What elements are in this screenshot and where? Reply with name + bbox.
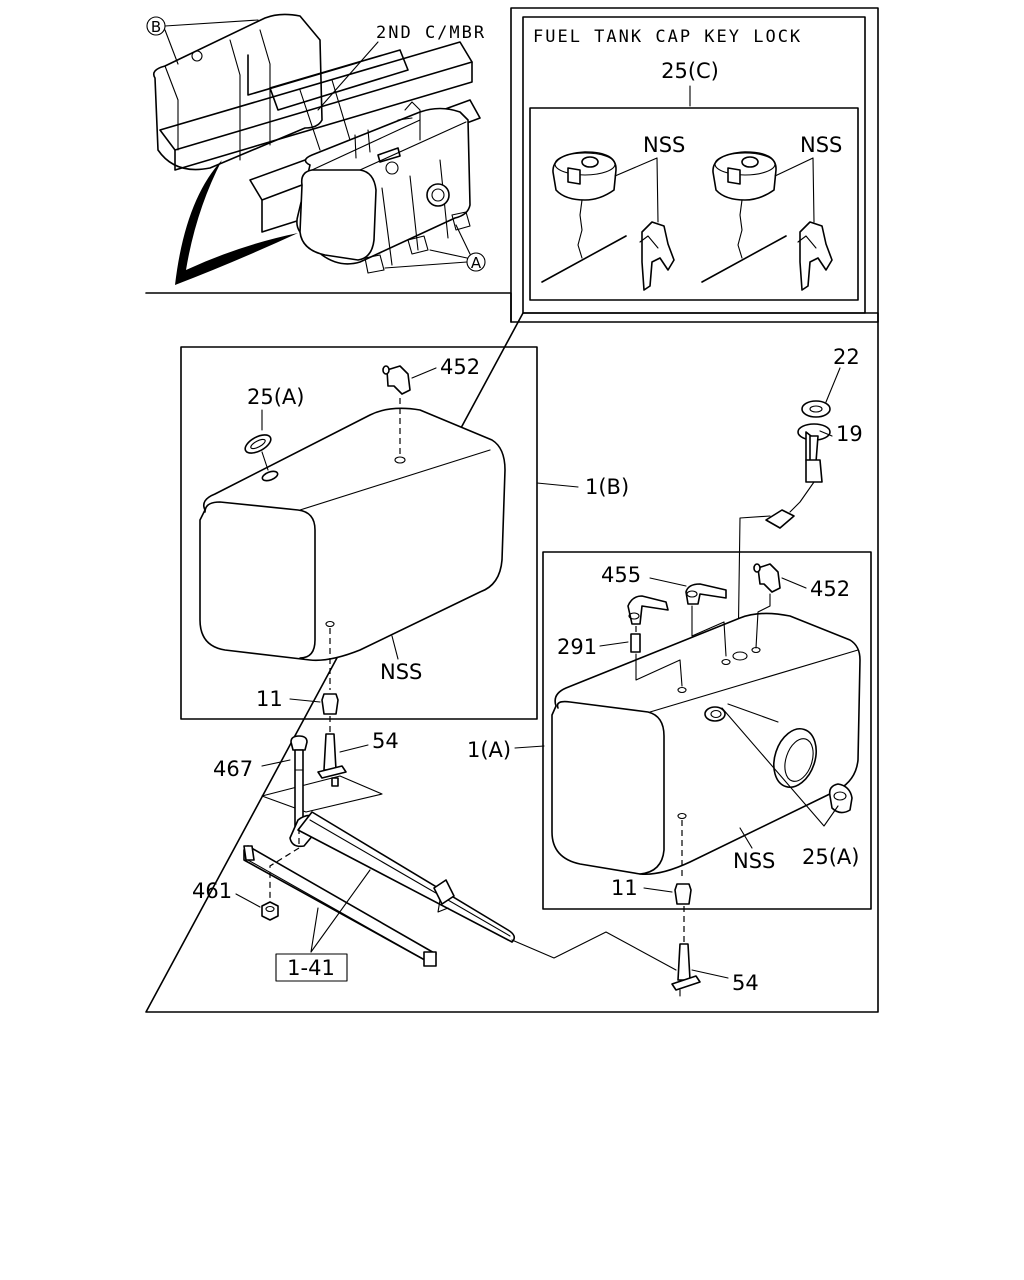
drain-cock-right-ref: 54 (732, 971, 759, 995)
gauge-unit-group: 22 19 (737, 345, 863, 657)
tank-a-elbow-ref: 455 (601, 563, 641, 587)
tank-a-nss: NSS (733, 849, 775, 873)
label-b: B (151, 18, 161, 36)
key-lock-cap-right: NSS (701, 133, 842, 291)
tank-a-group: 25(A) 455 452 291 NSS 1 (467, 551, 872, 910)
tank-b-drain-plug: 11 (256, 687, 283, 711)
tank-a-fitting-ref: 452 (810, 577, 850, 601)
tank-b-nss: NSS (380, 660, 422, 684)
label-a: A (471, 254, 482, 272)
gauge-gasket-ref: 22 (833, 345, 860, 369)
tank-b-ref: 1(B) (585, 475, 629, 499)
key-lock-cap-left: NSS (541, 133, 685, 291)
bracket-bolt-ref: 467 (213, 757, 253, 781)
tank-b-group: 25(A) 452 11 NSS 1(B) (180, 346, 629, 720)
tank-a-ref: 1(A) (467, 738, 511, 762)
tank-a-drain-plug: 11 (611, 876, 638, 900)
gauge-unit-ref: 19 (836, 422, 863, 446)
bracket-nut-ref: 461 (192, 879, 232, 903)
tank-b-fitting-ref: 452 (440, 355, 480, 379)
crossmember-label: 2ND C/MBR (376, 23, 486, 43)
drain-cock-left: 54 (317, 716, 399, 787)
drain-cock-left-ref: 54 (372, 729, 399, 753)
tank-b-cap-ref: 25(A) (247, 385, 304, 409)
key-lock-right-nss: NSS (800, 133, 842, 157)
key-lock-left-nss: NSS (643, 133, 685, 157)
main-panel: 25(A) 452 11 NSS 1(B) (145, 292, 879, 1013)
drain-cock-right: 54 (511, 906, 759, 997)
bracket-assembly: 467 461 1-41 (192, 735, 516, 982)
key-lock-part-ref: 25(C) (661, 59, 719, 83)
key-lock-box: FUEL TANK CAP KEY LOCK 25(C) NSS (510, 7, 879, 323)
tank-a-hose-ref: 291 (557, 635, 597, 659)
overview-illustration: B 2ND C/MBR A (146, 13, 486, 285)
key-lock-title: FUEL TANK CAP KEY LOCK (533, 27, 802, 47)
tank-a-cap-ref: 25(A) (802, 845, 859, 869)
bracket-assembly-ref: 1-41 (287, 956, 335, 980)
